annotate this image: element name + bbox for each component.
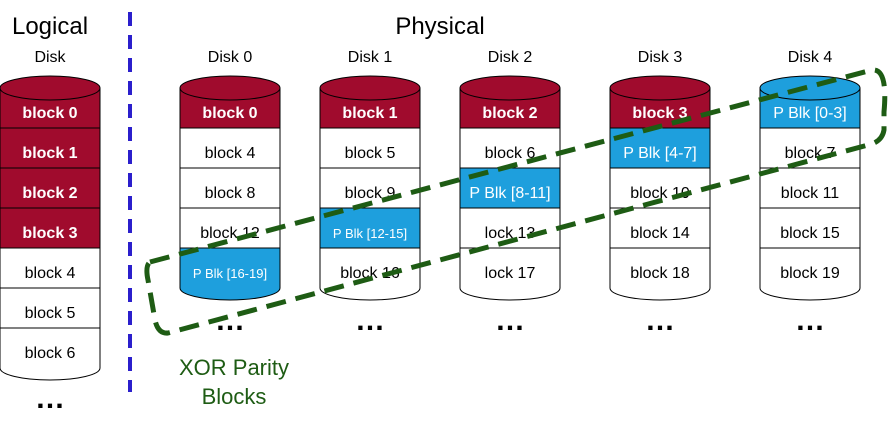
parity-block: P Blk [12-15] (319, 207, 421, 261)
xor-parity-highlight (144, 67, 888, 336)
block-label: block 5 (345, 145, 396, 162)
block-label: block 0 (202, 105, 257, 122)
block-label: block 11 (781, 185, 840, 202)
block-label: block 6 (25, 345, 76, 362)
data-block: block 9 (319, 167, 421, 221)
disk-name: Disk 4 (788, 49, 833, 66)
data-block: block 5 (0, 287, 101, 341)
block-label: block 6 (485, 145, 536, 162)
disk-name: Disk 2 (488, 49, 533, 66)
data-block: block 3 (609, 75, 711, 141)
block-label: block 3 (632, 105, 687, 122)
disk-name: Disk 1 (348, 49, 393, 66)
disk-name: Disk 0 (208, 49, 253, 66)
block-label: block 18 (630, 265, 690, 282)
data-block: block 5 (319, 127, 421, 181)
block-label: P Blk [0-3] (773, 105, 847, 122)
data-block: block 0 (0, 75, 101, 141)
block-top (459, 75, 561, 101)
logical-disk: block 0 block 1 block 2 block 3 block 4 block… (0, 75, 101, 415)
data-block: block 18 (609, 247, 711, 301)
block-top (0, 75, 101, 101)
block-label: P Blk [4-7] (623, 145, 697, 162)
block-body (0, 327, 101, 381)
block-body (759, 247, 861, 301)
data-block: block 16 (319, 247, 421, 301)
block-label: block 2 (22, 185, 77, 202)
disk-stack: block 0 block 1 block 2 block 3 block 4 block… (0, 75, 101, 415)
block-label: block 1 (22, 145, 77, 162)
logical-subtitle: Disk (34, 49, 66, 66)
disk-name: Disk 3 (638, 49, 683, 66)
disk-stack: Disk 2 block 2 block 6 P Blk [8-11] lock 13 l… (459, 49, 561, 337)
block-body (609, 247, 711, 301)
block-label: P Blk [12-15] (333, 226, 407, 241)
block-label: block 0 (22, 105, 77, 122)
block-top (609, 75, 711, 101)
block-label: block 4 (205, 145, 256, 162)
block-label: block 3 (22, 225, 77, 242)
parity-annotation-line2: Blocks (202, 384, 267, 409)
block-label: block 1 (342, 105, 397, 122)
logical-title: Logical (12, 13, 88, 40)
block-label: block 5 (25, 305, 76, 322)
block-top (179, 75, 281, 101)
data-block: block 6 (0, 327, 101, 381)
data-block: block 19 (759, 247, 861, 301)
parity-block: P Blk [8-11] (459, 167, 561, 221)
parity-block: P Blk [16-19] (179, 247, 281, 301)
block-body (459, 247, 561, 301)
block-label: block 8 (205, 185, 256, 202)
block-label: block 15 (780, 225, 840, 242)
block-label: block 4 (25, 265, 76, 282)
continuation-ellipsis: … (35, 382, 65, 415)
block-label: block 2 (482, 105, 537, 122)
block-label: P Blk [8-11] (469, 185, 550, 202)
block-top (319, 75, 421, 101)
block-body (179, 247, 281, 301)
data-block: block 0 (179, 75, 281, 141)
block-label: block 19 (780, 265, 840, 282)
block-label: lock 17 (485, 265, 536, 282)
data-block: lock 17 (459, 247, 561, 301)
continuation-ellipsis: … (645, 304, 675, 337)
block-body (319, 247, 421, 301)
block-label: block 14 (630, 225, 690, 242)
continuation-ellipsis: … (355, 304, 385, 337)
disk-stack: Disk 1 block 1 block 5 block 9 P Blk [12-15]… (319, 49, 421, 337)
block-label: lock 13 (485, 225, 536, 242)
parity-annotation-line1: XOR Parity (179, 355, 289, 380)
continuation-ellipsis: … (795, 304, 825, 337)
physical-title: Physical (395, 13, 484, 40)
block-label: P Blk [16-19] (193, 266, 267, 281)
block-label: block 16 (340, 265, 400, 282)
continuation-ellipsis: … (495, 304, 525, 337)
